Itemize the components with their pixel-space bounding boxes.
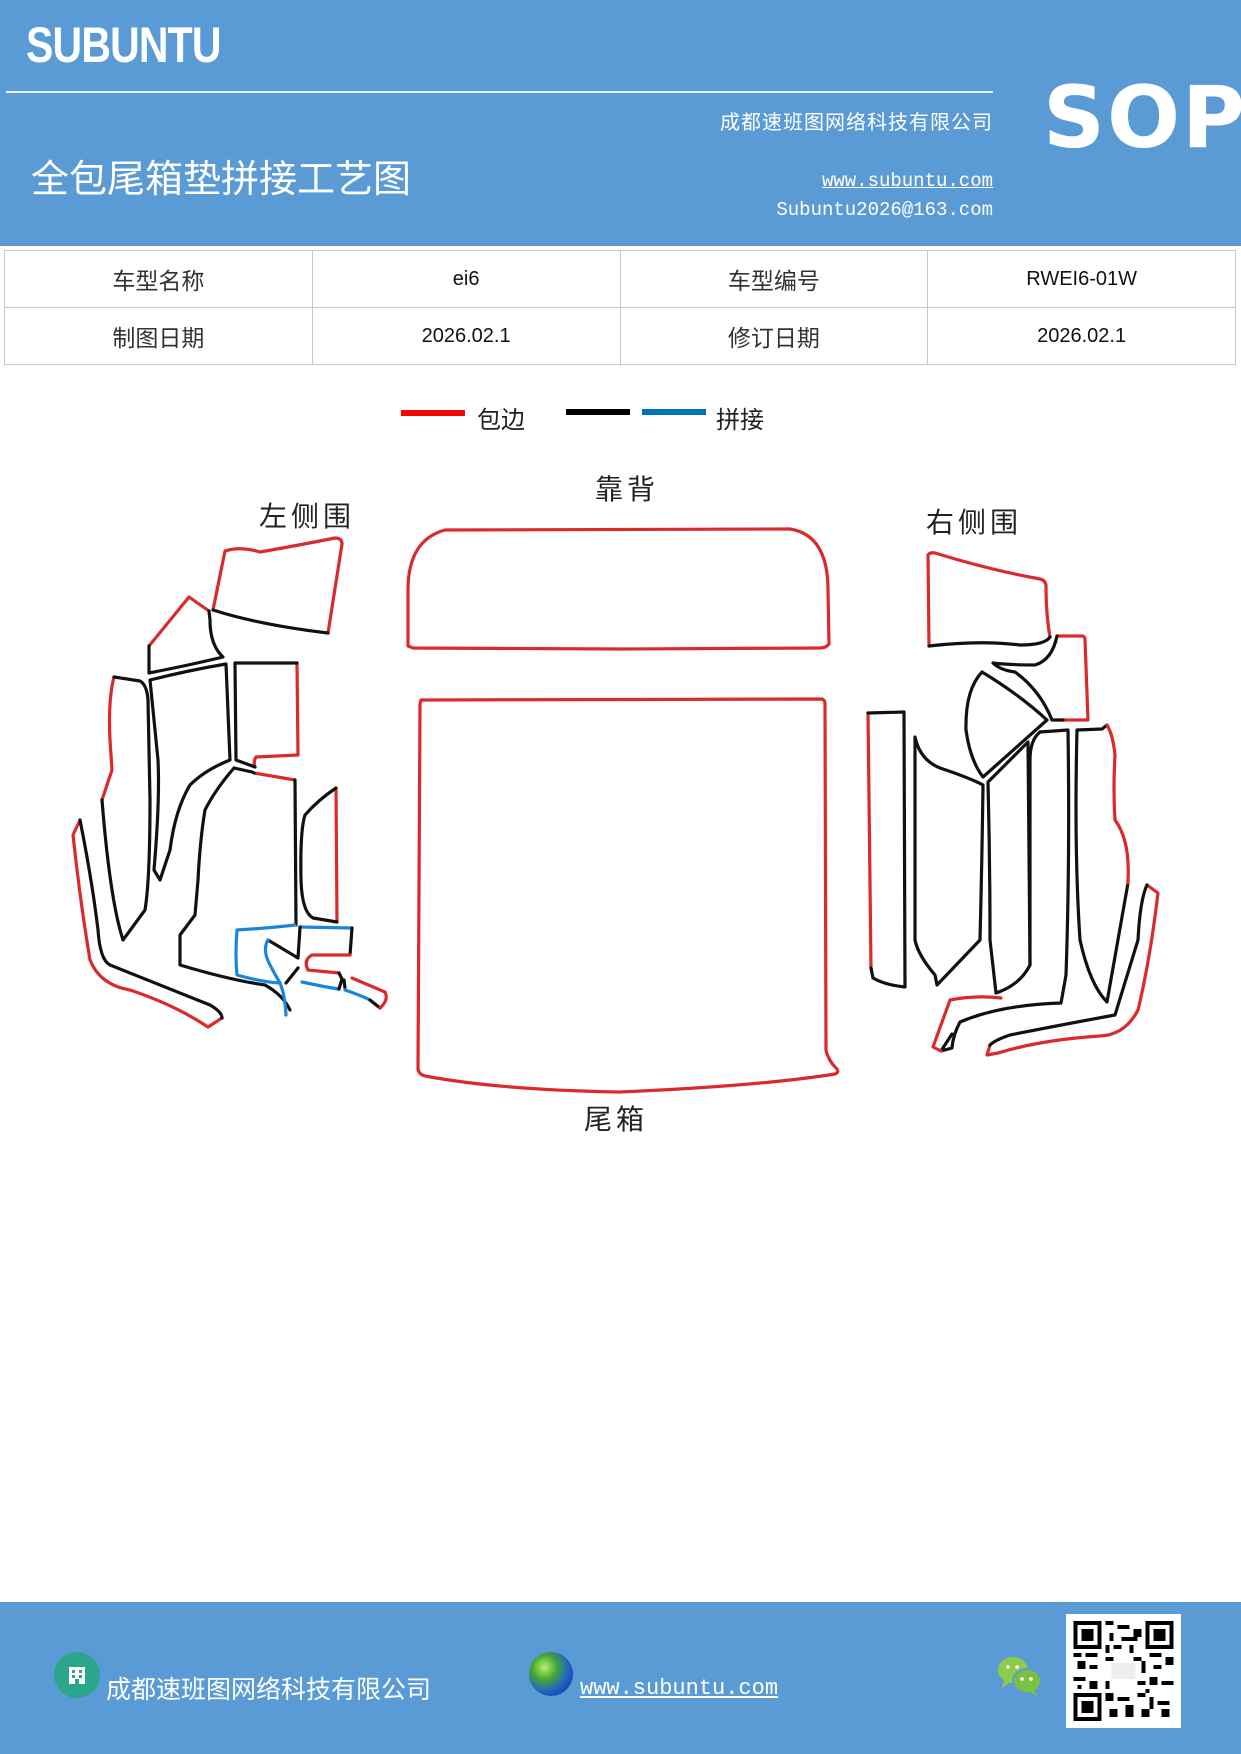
backrest-piece	[406, 527, 831, 651]
revision-date-label: 修订日期	[619, 307, 929, 365]
globe-icon	[529, 1652, 573, 1696]
page-footer: 成都速班图网络科技有限公司 www.subuntu.com	[0, 1602, 1241, 1754]
legend-splice-swatch	[642, 409, 706, 415]
qr-code	[1066, 1614, 1181, 1728]
table-row: 制图日期 2026.02.1 修订日期 2026.02.1	[4, 307, 1236, 365]
drawing-date-label: 制图日期	[4, 307, 313, 365]
legend-seam-swatch	[566, 409, 630, 415]
model-name-value: ei6	[311, 250, 621, 308]
header-divider	[6, 91, 993, 93]
document-title: 全包尾箱垫拼接工艺图	[31, 157, 412, 201]
page-header: SUBUNTU 全包尾箱垫拼接工艺图 成都速班图网络科技有限公司 www.sub…	[0, 0, 1241, 246]
footer-website-link[interactable]: www.subuntu.com	[580, 1676, 779, 1701]
left-side-label: 左侧围	[259, 500, 356, 533]
sop-badge: SOP	[1043, 68, 1241, 168]
legend-edge-label: 包边	[477, 406, 525, 434]
footer-company-name: 成都速班图网络科技有限公司	[106, 1675, 432, 1704]
model-code-value: RWEI6-01W	[927, 250, 1236, 308]
left-side-pieces	[71, 536, 388, 1029]
building-icon	[54, 1652, 100, 1698]
legend-edge-swatch	[401, 410, 465, 416]
vehicle-info-table: 车型名称 ei6 车型编号 RWEI6-01W 制图日期 2026.02.1 修…	[4, 250, 1236, 365]
trunk-floor-piece	[416, 697, 840, 1094]
wechat-icon	[998, 1657, 1042, 1696]
drawing-date-value: 2026.02.1	[311, 307, 621, 365]
right-side-label: 右侧围	[926, 506, 1023, 539]
table-row: 车型名称 ei6 车型编号 RWEI6-01W	[4, 250, 1236, 308]
revision-date-value: 2026.02.1	[927, 307, 1236, 365]
brand-logo: SUBUNTU	[26, 17, 222, 73]
company-name: 成都速班图网络科技有限公司	[720, 110, 993, 134]
model-name-label: 车型名称	[4, 250, 313, 308]
backrest-label: 靠背	[595, 473, 660, 506]
legend-splice-label: 拼接	[716, 406, 764, 434]
right-side-pieces	[866, 551, 1160, 1057]
website-link[interactable]: www.subuntu.com	[821, 170, 993, 192]
email-address: Subuntu2026@163.com	[776, 199, 993, 221]
trunk-label: 尾箱	[584, 1103, 649, 1136]
model-code-label: 车型编号	[619, 250, 929, 308]
line-legend: 包边 拼接	[0, 400, 1241, 440]
